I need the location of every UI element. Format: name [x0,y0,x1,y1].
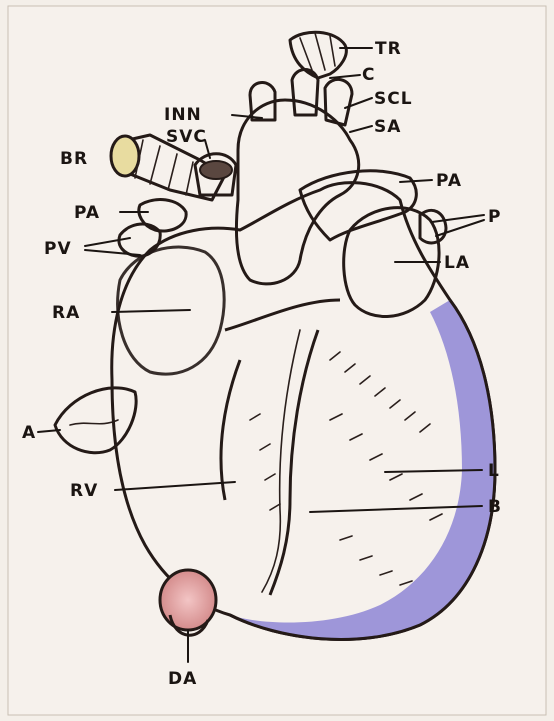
label-rv: RV [70,481,98,501]
label-sa: SA [374,117,401,137]
label-tr: TR [375,39,402,59]
label-inn: INN [164,105,202,125]
label-ra: RA [52,303,80,323]
label-c: C [362,65,375,85]
label-pv: PV [44,239,72,259]
label-pa-left: PA [74,203,100,223]
label-b: B [488,497,502,517]
label-scl: SCL [374,89,413,109]
label-svc: SVC [166,127,207,147]
label-p: P [488,207,501,227]
label-br: BR [60,149,88,169]
label-l: L [488,461,500,481]
label-la: LA [444,253,470,273]
label-a: A [22,423,36,443]
label-da: DA [168,669,197,689]
label-pa-right: PA [436,171,462,191]
